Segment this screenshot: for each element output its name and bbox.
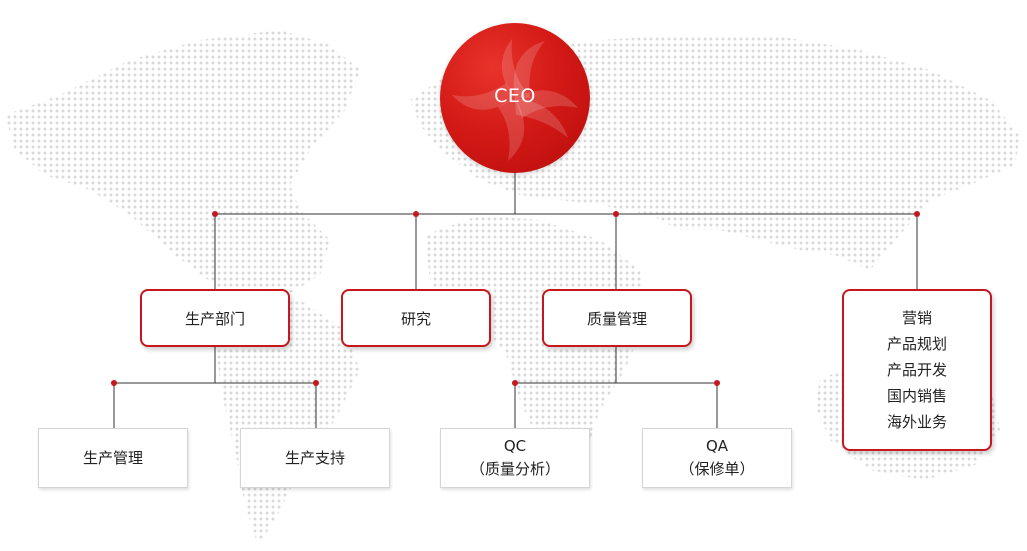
swirl-logo-icon bbox=[452, 39, 578, 161]
dept-marketing: 营销 产品规划 产品开发 国内销售 海外业务 bbox=[842, 289, 992, 451]
dept-research-label: 研究 bbox=[400, 309, 431, 328]
dept-quality-label: 质量管理 bbox=[586, 309, 647, 328]
sub-production-management: 生产管理 bbox=[38, 428, 188, 488]
junction-dot bbox=[714, 380, 720, 386]
sub-production-support: 生产支持 bbox=[240, 428, 390, 488]
marketing-sub-item: 产品规划 bbox=[886, 335, 947, 353]
sub-qa: QA （保修单） bbox=[642, 428, 792, 488]
dept-production: 生产部门 bbox=[140, 289, 290, 347]
junction-dot bbox=[313, 380, 319, 386]
junction-dot bbox=[413, 211, 419, 217]
junction-dot bbox=[212, 211, 218, 217]
dept-production-label: 生产部门 bbox=[184, 309, 245, 328]
sub-node-sublabel: （保修单） bbox=[679, 460, 755, 478]
sub-node-label: 生产支持 bbox=[284, 448, 345, 467]
sub-qc: QC （质量分析） bbox=[440, 428, 590, 488]
marketing-sub-item: 产品开发 bbox=[886, 361, 947, 379]
dept-marketing-label: 营销 bbox=[901, 309, 932, 327]
sub-node-label: QC bbox=[503, 437, 527, 455]
ceo-label: CEO bbox=[494, 85, 536, 107]
junction-dot bbox=[914, 211, 920, 217]
marketing-sub-item: 海外业务 bbox=[886, 413, 947, 431]
sub-node-label: QA bbox=[705, 437, 729, 455]
junction-dot bbox=[613, 211, 619, 217]
junction-dot bbox=[111, 380, 117, 386]
sub-node-label: 生产管理 bbox=[82, 448, 143, 467]
junction-dot bbox=[512, 380, 518, 386]
marketing-sub-item: 国内销售 bbox=[886, 387, 947, 405]
sub-node-sublabel: （质量分析） bbox=[469, 460, 560, 478]
dept-quality: 质量管理 bbox=[542, 289, 692, 347]
dept-research: 研究 bbox=[341, 289, 491, 347]
ceo-node: CEO bbox=[440, 23, 590, 173]
